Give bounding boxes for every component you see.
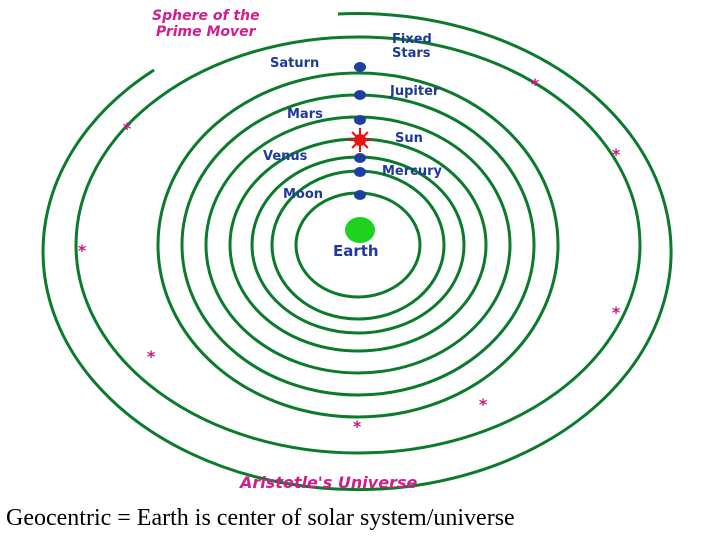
star-icon: * xyxy=(612,145,621,164)
star-icon: * xyxy=(78,241,87,260)
star-icon: * xyxy=(612,303,621,322)
orbit-fixed-stars xyxy=(74,35,642,455)
label-saturn: Saturn xyxy=(270,56,319,71)
planet-mercury-dot xyxy=(354,167,366,177)
star-icon: * xyxy=(479,395,488,414)
label-moon: Moon xyxy=(283,187,323,202)
star-icon: * xyxy=(531,75,540,94)
caption-text: Geocentric = Earth is center of solar sy… xyxy=(6,505,515,531)
sun-icon xyxy=(348,128,372,152)
label-venus: Venus xyxy=(263,149,308,164)
orbit-prime-mover xyxy=(41,12,673,492)
sphere-label-line1: Sphere of the xyxy=(152,8,260,24)
label-fixed-stars-line1: Fixed xyxy=(392,32,432,47)
label-mercury: Mercury xyxy=(382,164,443,179)
label-fixed-stars-line2: Stars xyxy=(392,46,431,61)
star-icon: * xyxy=(353,417,362,436)
sphere-label-line2: Prime Mover xyxy=(156,24,257,40)
label-jupiter: Jupiter xyxy=(389,84,440,99)
label-mars: Mars xyxy=(287,107,323,122)
orbit-saturn xyxy=(156,71,560,419)
planet-moon-dot xyxy=(354,190,366,200)
planet-markers xyxy=(354,62,366,200)
planet-mars-dot xyxy=(354,115,366,125)
star-icon: * xyxy=(123,119,132,138)
diagram-title: Aristotle's Universe xyxy=(238,473,417,492)
planet-venus-dot xyxy=(354,153,366,163)
fixed-stars-group: * * * * * * * * xyxy=(78,75,621,436)
planet-saturn-dot xyxy=(354,62,366,72)
star-icon: * xyxy=(147,347,156,366)
label-earth: Earth xyxy=(333,242,379,260)
earth-icon xyxy=(345,217,375,243)
label-sun: Sun xyxy=(395,131,423,146)
planet-jupiter-dot xyxy=(354,90,366,100)
